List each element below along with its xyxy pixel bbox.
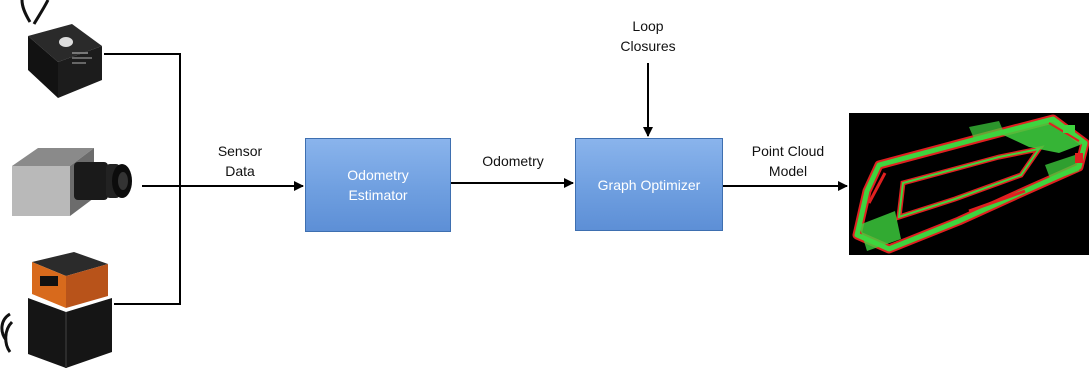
odometry-estimator-label-line1: Odometry: [347, 167, 409, 183]
imu-sensor-icon: [20, 0, 102, 98]
loop-closures-label-line1: Loop: [632, 18, 664, 34]
sensor-data-label: Sensor Data: [208, 141, 272, 181]
sensor-data-label-line2: Data: [225, 163, 255, 179]
loop-closures-label-line2: Closures: [620, 38, 676, 54]
sensor-bracket-line: [104, 53, 181, 305]
lidar-sensor-icon: [0, 252, 112, 368]
point-cloud-model-label-line2: Model: [768, 163, 808, 179]
camera-sensor-icon: [12, 148, 132, 216]
odometry-estimator-box: Odometry Estimator: [305, 138, 451, 232]
graph-optimizer-label: Graph Optimizer: [597, 176, 701, 193]
graph-optimizer-box: Graph Optimizer: [575, 138, 723, 231]
point-cloud-map-image: [849, 113, 1089, 255]
odometry-label: Odometry: [482, 153, 544, 169]
sensor-data-label-line1: Sensor: [217, 143, 263, 159]
odometry-estimator-label-line2: Estimator: [348, 187, 408, 203]
loop-closures-label: Loop Closures: [608, 16, 688, 56]
point-cloud-model-label: Point Cloud Model: [736, 141, 840, 181]
point-cloud-model-label-line1: Point Cloud: [751, 143, 825, 159]
